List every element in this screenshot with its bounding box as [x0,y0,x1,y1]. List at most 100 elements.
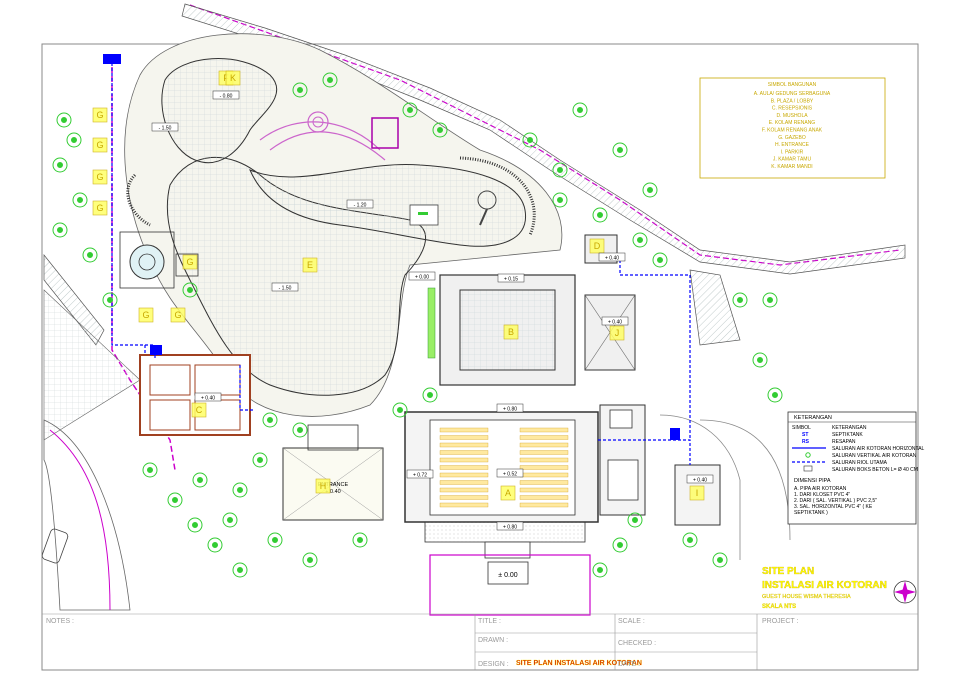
elevation-marker: + 0.52 [496,468,524,478]
svg-text:G: G [96,140,103,150]
elevation-marker: + 0.80 [496,521,524,531]
tree [392,402,408,418]
zone-marker-k: K [225,70,241,86]
zone-marker-g: G [92,169,108,185]
round-gazebo [129,244,165,280]
plaza-lawn [427,287,436,359]
dimensi-title: DIMENSI PIPA [794,478,831,484]
legend-item: B. PLAZA / LOBBY [771,98,814,104]
tree [762,292,778,308]
main-forecourt [429,554,591,616]
keterangan-row: SALURAN BOKS BETON L= Ø 40 CM [803,465,918,473]
legend-item: K. KAMAR MANDI [771,164,812,170]
svg-text:E: E [307,260,313,270]
tree [252,452,268,468]
keterangan-row: SALURAN VERTIKAL AIR KOTORAN [805,452,917,459]
legend-item: J. KAMAR TAMU [773,157,812,163]
svg-text:+ 0.72: + 0.72 [413,473,427,479]
legend-item: E. KOLAM RENANG [769,120,816,126]
elevation-marker: - 0.80 [212,90,240,100]
elevation-marker: - 1.50 [151,122,179,132]
tb-project: PROJECT : [762,618,798,625]
round-gazebo-inner [138,253,156,271]
tree [222,512,238,528]
legend-item: F. KOLAM RENANG ANAK [762,128,823,134]
service-room-2 [609,409,633,429]
small-hut [175,253,199,277]
svg-text:+ 0.52: + 0.52 [503,472,517,478]
tree [352,532,368,548]
zone-marker-i: I [689,485,705,501]
tb-design: DESIGN : [478,661,509,668]
zone-marker-g: G [170,307,186,323]
pool-rim-left [126,173,151,227]
elevation-marker: + 0.80 [496,403,524,413]
svg-text:ST: ST [802,432,808,438]
round-gazebo-frame [119,231,175,289]
tree [752,352,768,368]
tree [552,162,568,178]
trees [52,72,783,578]
svg-text:SALURAN VERTIKAL AIR KOTORAN: SALURAN VERTIKAL AIR KOTORAN [832,453,917,459]
zone-marker-g: G [138,307,154,323]
zone-marker-e: E [302,257,318,273]
legend-item: I. PARKIR [781,149,804,155]
svg-text:I: I [696,488,699,498]
dimensi-line: A. PIPA AIR KOTORAN [794,486,847,492]
svg-text:- 0.80: - 0.80 [220,94,233,100]
elevation-marker: + 0.40 [686,474,714,484]
svg-text:- 1.20: - 1.20 [354,203,367,209]
pool-rim-right [459,156,536,236]
reception-room-3 [149,399,191,431]
svg-text:+ 0.80: + 0.80 [503,407,517,413]
tree [402,102,418,118]
drawing-subtitle: GUEST HOUSE WISMA THERESIA [762,594,851,600]
tree [302,552,318,568]
tree [66,132,82,148]
tree [632,232,648,248]
tree [627,512,643,528]
elevation-marker: + 0.00 [408,271,436,281]
legend-title: SIMBOL BANGUNAN [768,82,817,88]
tree [82,247,98,263]
entrance-diag-2 [282,447,384,521]
legend-item: G. GAZEBO [778,135,806,141]
svg-text:+ 0.40: + 0.40 [693,478,707,484]
tb-notes: NOTES : [46,618,74,625]
tree [182,282,198,298]
zone-marker-j: J [609,325,625,341]
keterangan-row: SALURAN AIR KOTORAN HORIZONTAL [792,446,925,452]
svg-text:G: G [174,310,181,320]
tree [432,122,448,138]
svg-text:RESAPAN: RESAPAN [832,439,856,445]
entrance-level: + 0.40 [325,489,340,495]
svg-text:G: G [186,257,193,267]
septic-tank-3 [670,428,680,440]
tree [207,537,223,553]
septic-tank-1 [103,54,121,64]
drawing-scale: SKALA NTS [762,604,796,610]
paving-left [43,289,141,441]
tb-scale: SCALE : [618,618,645,625]
svg-text:- 1.50: - 1.50 [159,126,172,132]
sheet-border [41,43,919,671]
legend-item: C. RESEPSIONIS [772,106,813,112]
tree [422,387,438,403]
keterangan-header-symbol: SIMBOL [792,425,811,431]
legend-item: H. ENTRANCE [775,142,810,148]
zone-marker-d: D [589,238,605,254]
building-legend: SIMBOL BANGUNAN A. AULA/ GEDUNG SERBAGUN… [699,77,886,179]
dimensi-line: 2. DARI ( SAL. VERTIKAL ) PVC 2,5" [794,498,877,504]
tree [56,112,72,128]
tb-drawn: DRAWN : [478,637,508,644]
svg-text:- 1.50: - 1.50 [279,286,292,292]
service-room-1 [607,459,639,501]
slide-spiral-inner [312,116,324,128]
svg-text:G: G [96,203,103,213]
zone-marker-g: G [92,107,108,123]
tb-date: DATE : [618,661,640,668]
access-road [43,419,131,611]
svg-text:G: G [142,310,149,320]
